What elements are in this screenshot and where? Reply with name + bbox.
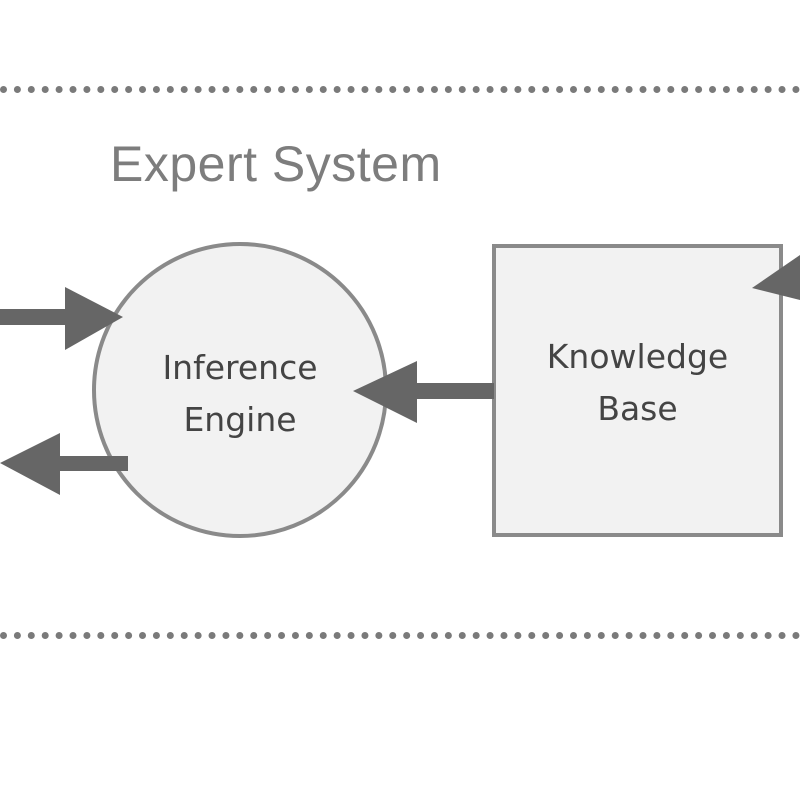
knowledge-base-node: [492, 244, 783, 537]
knowledge-base-label-line1: Knowledge: [546, 337, 729, 376]
knowledge-base-label: Knowledge Base: [494, 331, 781, 435]
expert-system-boundary-bottom: [0, 632, 800, 639]
input-arrow: [0, 287, 123, 350]
expert-system-boundary-top: [0, 86, 800, 93]
inference-engine-label-line2: Engine: [183, 400, 297, 439]
knowledge-to-inference-arrow: [353, 361, 494, 423]
inference-engine-label: Inference Engine: [120, 342, 360, 446]
output-arrow: [0, 433, 128, 495]
knowledge-input-arrow: [752, 255, 800, 300]
knowledge-base-label-line2: Base: [597, 389, 678, 428]
inference-engine-label-line1: Inference: [162, 348, 318, 387]
expert-system-title: Expert System: [110, 136, 442, 192]
